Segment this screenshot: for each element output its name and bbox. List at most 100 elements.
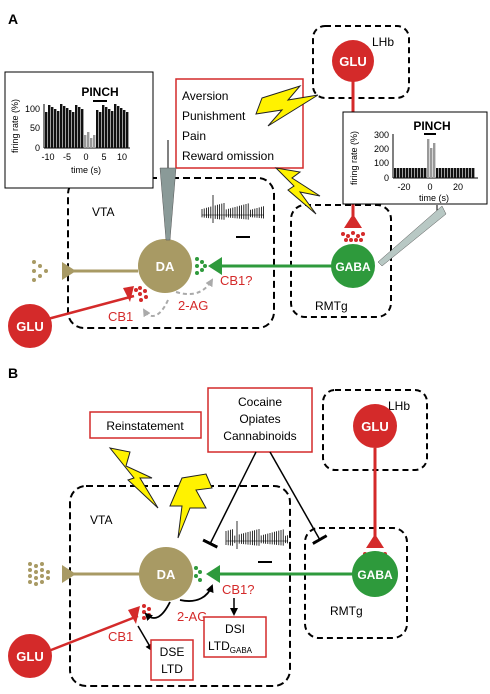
histogram-bar <box>81 109 84 148</box>
glu-left-terminal-a <box>123 286 134 302</box>
2ag-arrow-to-cb1q-b <box>179 584 214 602</box>
histogram-bar <box>436 168 439 178</box>
histogram-bar <box>451 168 454 178</box>
histogram-bar <box>75 105 78 148</box>
histogram-bar <box>96 110 99 148</box>
histogram-bar <box>72 112 75 148</box>
histogram-bar <box>105 107 108 148</box>
spike-trace-b <box>225 521 289 549</box>
histogram-bar <box>126 112 129 148</box>
histogram-bar <box>120 108 123 148</box>
histogram-bar <box>84 135 87 148</box>
histogram-bar <box>69 110 72 148</box>
histogram-bar <box>430 148 433 178</box>
two-ag-label-b: 2-AG <box>177 609 207 624</box>
glu-neuron-lhb-a <box>332 40 374 82</box>
rmtg-label-b: RMTg <box>330 604 363 618</box>
y-label-right: firing rate (%) <box>349 131 359 185</box>
histogram-bar <box>114 104 117 148</box>
glu-lhb-label-a: GLU <box>339 54 366 69</box>
ltd-label-dse: LTD <box>161 662 183 676</box>
histogram-bar <box>409 168 412 178</box>
gaba-terminal-b <box>206 565 220 583</box>
2ag-arrow-to-cb1-b <box>144 601 171 622</box>
drug-inhibition-da <box>202 451 257 549</box>
glu-left-label-b: GLU <box>16 649 43 664</box>
histogram-bar <box>433 143 436 178</box>
histogram-bar <box>403 168 406 178</box>
dse-ltd-box <box>150 639 194 681</box>
histogram-bar <box>412 168 415 178</box>
cb1q-label-a: CB1? <box>220 273 253 288</box>
histogram-bar <box>472 168 475 178</box>
dse-label: DSE <box>160 645 185 659</box>
y-tick-right-200: 200 <box>374 144 389 154</box>
gaba-label-a: GABA <box>335 260 371 274</box>
y-tick-left-50: 50 <box>30 123 40 133</box>
da-input-terminal-b <box>62 565 76 583</box>
histogram-right-frame <box>342 111 488 205</box>
histogram-bar <box>454 168 457 178</box>
glu-left-terminal-b <box>128 606 140 624</box>
recording-electrode-right <box>377 205 447 267</box>
2ag-arrow-to-cb1q-a <box>175 278 214 296</box>
two-ag-label-a: 2-AG <box>178 298 208 313</box>
y-label-left: firing rate (%) <box>10 99 20 153</box>
da-neuron-b <box>139 547 193 601</box>
lhb-label-b: LHb <box>388 399 410 413</box>
drugs-box <box>207 387 313 453</box>
x-tick-left-m5: -5 <box>63 152 71 162</box>
reinstatement-box <box>89 411 202 439</box>
recording-electrode-left <box>159 167 177 241</box>
glutamate-vesicles <box>341 231 365 242</box>
histogram-bar <box>460 168 463 178</box>
lhb-terminal-b <box>366 534 384 548</box>
lhb-terminal-a <box>344 214 362 228</box>
histogram-bar <box>457 168 460 178</box>
histogram-bar <box>66 108 69 148</box>
x-tick-right-0: 0 <box>427 182 432 192</box>
y-tick-right-300: 300 <box>374 130 389 140</box>
gaba-label-b: GABA <box>357 568 393 582</box>
histogram-left-bars <box>45 104 129 148</box>
histogram-bar <box>445 168 448 178</box>
lightning-bolt-icon <box>274 167 321 215</box>
histogram-bar <box>78 107 81 148</box>
histogram-bar <box>90 138 93 148</box>
histogram-bar <box>421 168 424 178</box>
gaba-vesicles <box>195 257 207 275</box>
histogram-bar <box>63 106 66 148</box>
da-label-a: DA <box>156 259 175 274</box>
histogram-bar <box>48 105 51 148</box>
histogram-bar <box>111 111 114 148</box>
y-tick-left-100: 100 <box>25 104 40 114</box>
vta-region-a <box>67 177 275 329</box>
histogram-bar <box>54 109 57 148</box>
glu-lhb-label-b: GLU <box>361 419 388 434</box>
glutamate-vesicles <box>134 286 148 302</box>
histogram-bar <box>57 111 60 148</box>
histogram-bar <box>424 168 427 178</box>
stimulus-reward-omission: Reward omission <box>182 149 274 163</box>
y-tick-right-0: 0 <box>384 173 389 183</box>
stimulus-aversion: Aversion <box>182 89 228 103</box>
histogram-bar <box>87 132 90 148</box>
gaba-neuron-a <box>331 244 375 288</box>
cb1-label-a: CB1 <box>108 309 133 324</box>
histogram-bar <box>427 139 430 178</box>
stimulus-punishment: Punishment <box>182 109 246 123</box>
rmtg-region-a <box>290 204 392 318</box>
gaba-terminal-a <box>208 257 222 275</box>
histogram-bar <box>469 168 472 178</box>
histogram-bar <box>99 112 102 148</box>
lhb-label-a: LHb <box>372 35 394 49</box>
x-label-left: time (s) <box>71 165 101 175</box>
ltd-subscript-text: GABA <box>230 646 253 655</box>
histogram-left-title: PINCH <box>81 85 118 99</box>
reinstatement-label: Reinstatement <box>106 419 184 433</box>
cb1-label-b: CB1 <box>108 629 133 644</box>
drug-opiates: Opiates <box>239 412 280 426</box>
ltd-gaba-label: LTDGABA <box>208 639 253 655</box>
histogram-bar <box>415 168 418 178</box>
